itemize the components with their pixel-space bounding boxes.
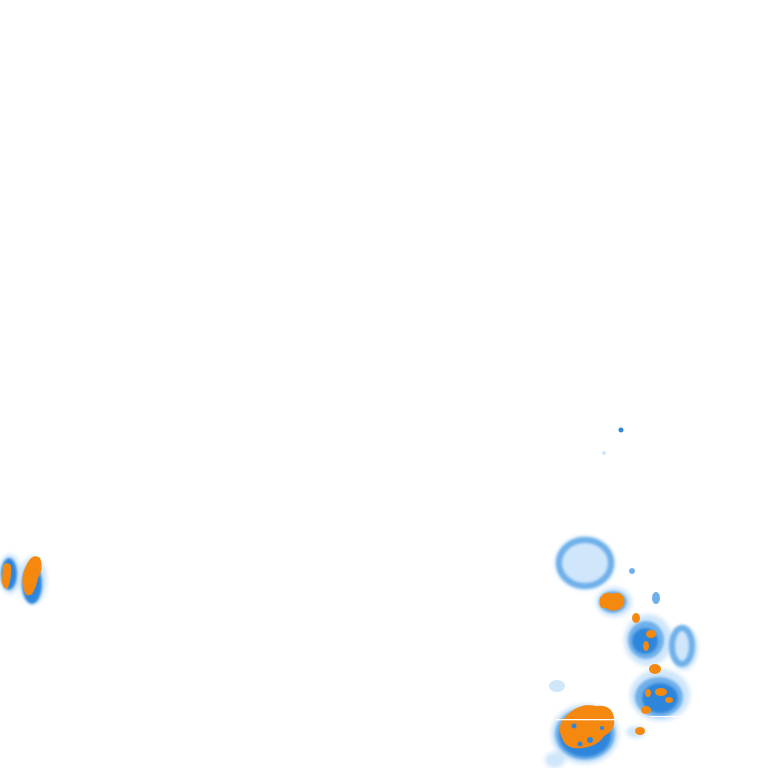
echo-cluster-southeast	[545, 536, 698, 768]
echo-cluster-west	[0, 554, 47, 604]
echo-isolated	[549, 427, 660, 692]
